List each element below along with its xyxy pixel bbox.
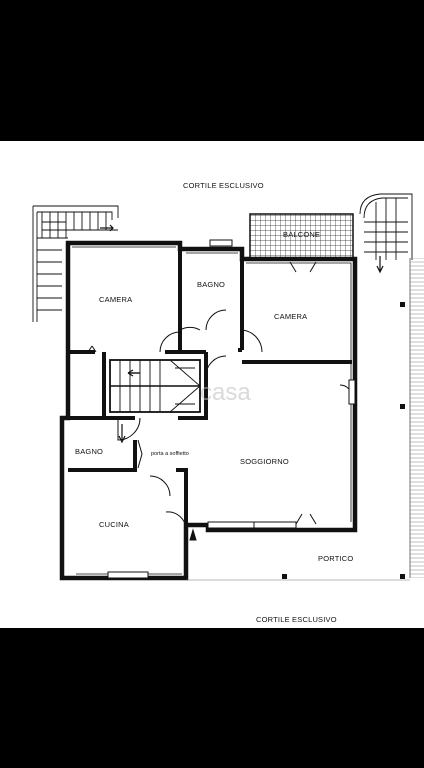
label-cortile-bottom: CORTILE ESCLUSIVO	[256, 615, 337, 624]
balcony	[249, 213, 354, 260]
watermark: casa	[200, 379, 251, 406]
label-cortile-top: CORTILE ESCLUSIVO	[183, 181, 264, 190]
label-camera-right: CAMERA	[274, 312, 308, 321]
label-camera-left: CAMERA	[99, 295, 133, 304]
floor-plan-drawing: casa	[32, 193, 424, 581]
label-porta-soffietto: porta a soffietto	[151, 451, 189, 457]
label-soggiorno: SOGGIORNO	[240, 457, 289, 466]
doors	[87, 261, 353, 541]
label-portico: PORTICO	[318, 554, 354, 563]
windows	[107, 239, 356, 579]
label-bagno-left: BAGNO	[75, 447, 104, 456]
staircase	[109, 359, 201, 413]
label-cucina: CUCINA	[99, 520, 129, 529]
inner-walls	[62, 243, 352, 580]
external-stair-right	[359, 193, 413, 274]
label-bagno-top: BAGNO	[197, 280, 226, 289]
floor-plan-sheet: casa CORTILE ESCLUSIVO BALCONE CAMERA BA…	[0, 141, 424, 628]
portico-columns	[186, 258, 424, 581]
label-balcone: BALCONE	[283, 230, 321, 239]
external-stair-left	[32, 205, 119, 322]
